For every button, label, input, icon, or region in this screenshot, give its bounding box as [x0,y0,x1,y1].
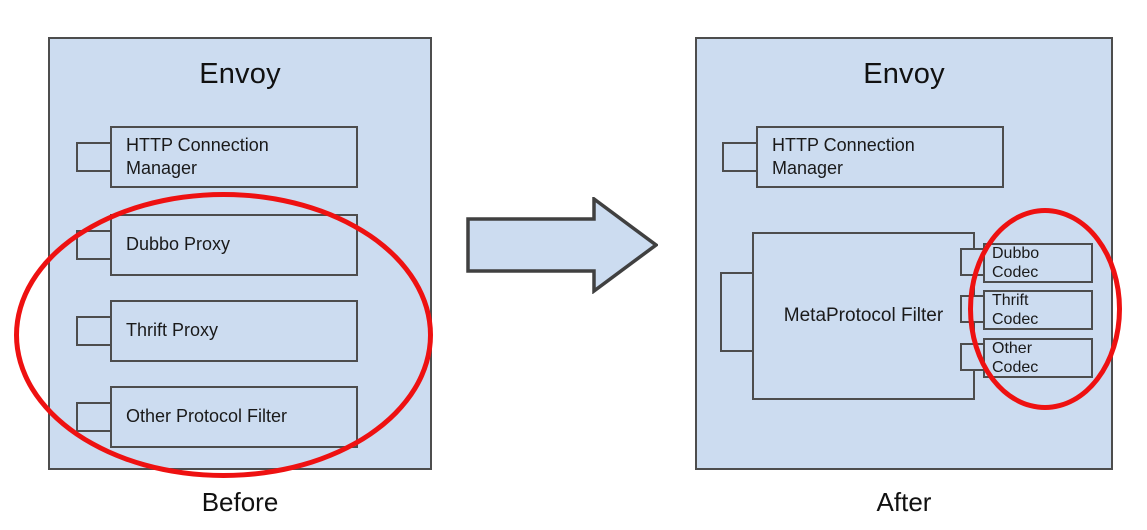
filter-dubbo-proxy-before: Dubbo Proxy [76,214,358,276]
codec-other: Other Codec [960,338,1093,378]
codec-tab-icon [960,343,987,371]
codec-body: Dubbo Codec [983,243,1093,283]
filter-tab-icon [76,402,114,432]
caption-after: After [876,487,932,517]
filter-tab-icon [76,142,114,172]
filter-label: HTTP Connection Manager [772,134,915,178]
filter-http-connection-manager-after: HTTP Connection Manager [722,126,1004,188]
filter-tab-icon [76,316,114,346]
filter-label: MetaProtocol Filter [783,305,944,326]
codec-tab-icon [960,295,987,323]
codec-body: Other Codec [983,338,1093,378]
filter-body: HTTP Connection Manager [756,126,1004,188]
filter-tab-icon [76,230,114,260]
filter-tab-icon [722,142,760,172]
filter-label: HTTP Connection Manager [126,134,269,178]
filter-body: HTTP Connection Manager [110,126,358,188]
envoy-title-after: Envoy [863,58,945,90]
filter-label: Other Protocol Filter [126,406,288,427]
filter-body: Other Protocol Filter [110,386,358,448]
transition-arrow [466,195,659,295]
caption-before: Before [201,487,279,517]
codec-thrift: Thrift Codec [960,290,1093,330]
filter-body: MetaProtocol Filter [752,232,975,400]
filter-thrift-proxy-before: Thrift Proxy [76,300,358,362]
codec-label: Thrift Codec [992,291,1039,328]
filter-tab-icon [720,272,756,352]
filter-http-connection-manager-before: HTTP Connection Manager [76,126,358,188]
codec-label: Dubbo Codec [992,244,1040,281]
codec-body: Thrift Codec [983,290,1093,330]
filter-label: Thrift Proxy [126,320,219,341]
filter-body: Thrift Proxy [110,300,358,362]
filter-label: Dubbo Proxy [126,234,231,255]
filter-other-protocol-filter-before: Other Protocol Filter [76,386,358,448]
codec-dubbo: Dubbo Codec [960,243,1093,283]
filter-metaprotocol: MetaProtocol Filter [720,232,975,400]
envoy-title-before: Envoy [199,58,281,90]
codec-label: Other Codec [992,339,1039,376]
filter-body: Dubbo Proxy [110,214,358,276]
